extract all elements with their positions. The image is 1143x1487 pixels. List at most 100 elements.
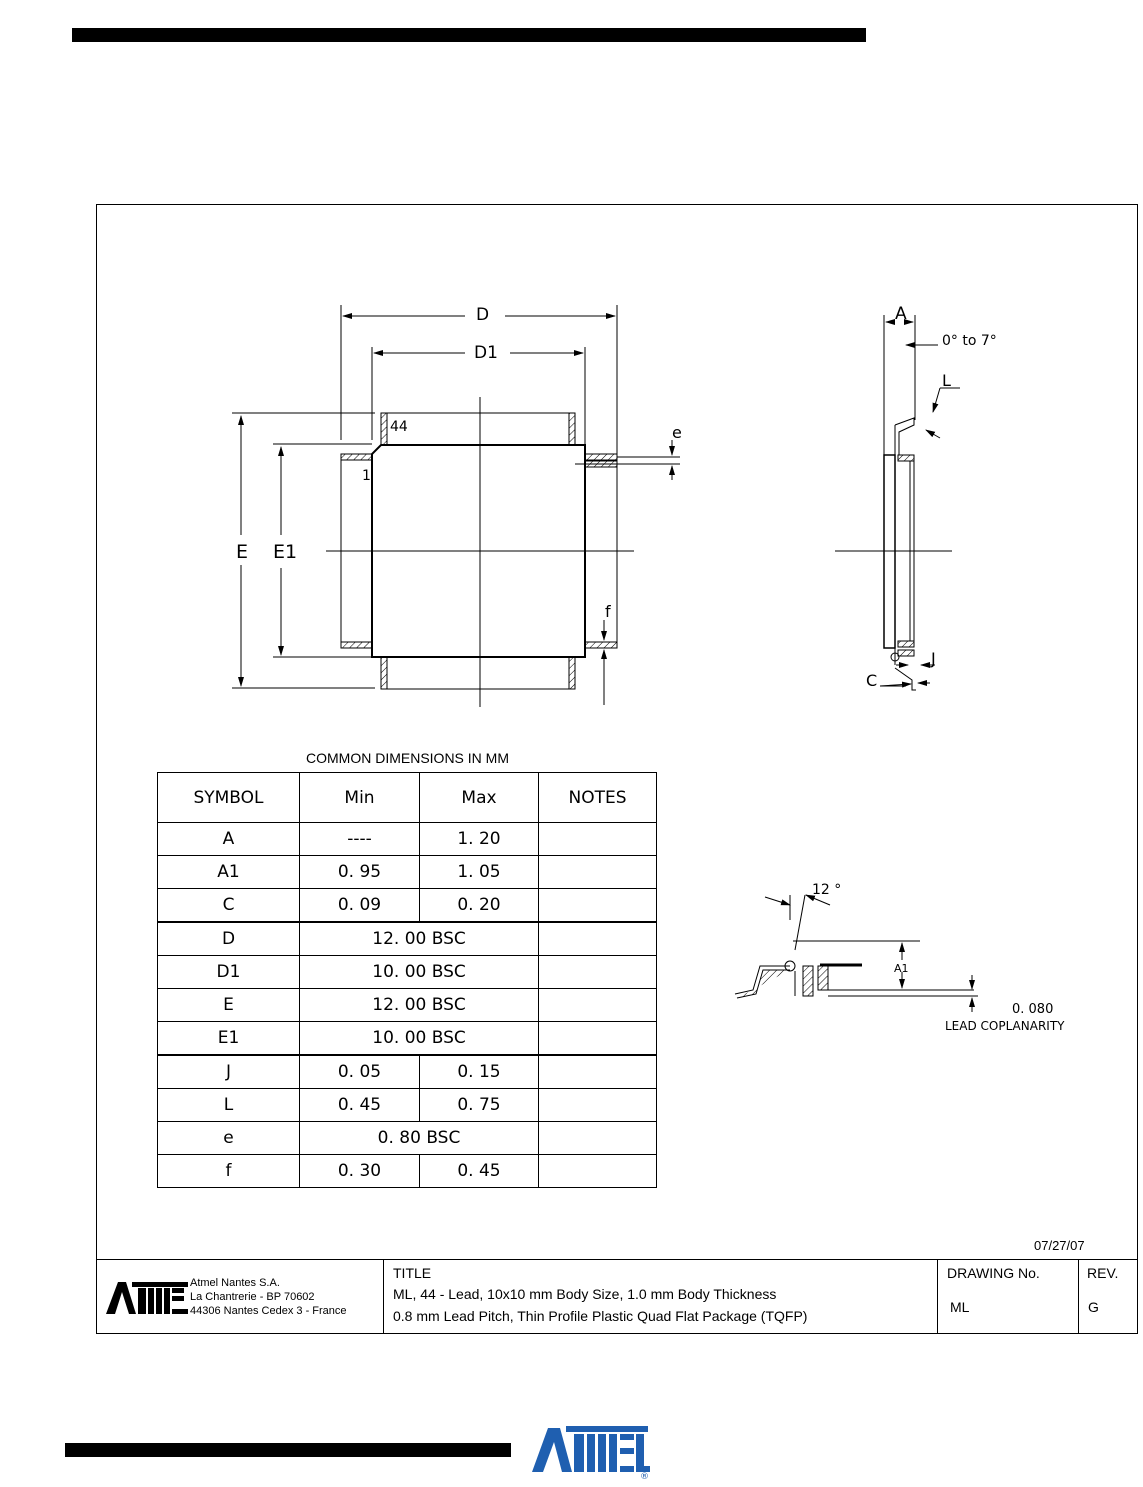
title-block: Atmel Nantes S.A. La Chantrerie - BP 706…: [96, 1259, 1138, 1334]
svg-text:®: ®: [640, 1472, 649, 1480]
cell-min: 0. 09: [299, 888, 420, 923]
rev-label: REV.: [1087, 1265, 1119, 1281]
cell-symbol: D1: [157, 955, 300, 989]
company-street: La Chantrerie - BP 70602: [190, 1291, 315, 1303]
cell-notes: [538, 1121, 657, 1155]
footer-bar: [65, 1443, 511, 1457]
header-max: Max: [419, 772, 539, 823]
cell-notes: [538, 822, 657, 856]
cell-notes: [538, 1054, 657, 1089]
label-e1: E1: [273, 541, 297, 563]
label-c: C: [866, 671, 877, 690]
table-row: L 0. 45 0. 75: [157, 1088, 657, 1122]
cell-max: 0. 15: [419, 1054, 539, 1089]
rev-cell: REV. G: [1079, 1260, 1137, 1334]
label-l: L: [942, 371, 951, 390]
label-f: f: [605, 602, 611, 621]
cell-notes: [538, 888, 657, 923]
cell-notes: [538, 1088, 657, 1122]
cell-span: 10. 00 BSC: [299, 955, 539, 989]
pin-1-label: 1: [362, 468, 371, 484]
label-d: D: [476, 305, 489, 325]
drawing-no-cell: DRAWING No. ML: [938, 1260, 1079, 1334]
table-row: J 0. 05 0. 15: [157, 1054, 657, 1089]
cell-max: 0. 20: [419, 888, 539, 923]
cell-min: 0. 95: [299, 855, 420, 889]
label-e: E: [236, 541, 248, 563]
detail-view: [734, 894, 978, 1012]
cell-symbol: C: [157, 888, 300, 923]
company-name: Atmel Nantes S.A.: [190, 1277, 280, 1289]
cell-span: 0. 80 BSC: [299, 1121, 539, 1155]
cell-notes: [538, 921, 657, 956]
cell-symbol: E1: [157, 1021, 300, 1056]
company-cell: Atmel Nantes S.A. La Chantrerie - BP 706…: [96, 1260, 384, 1334]
angle-12-label: 12 °: [812, 882, 841, 898]
drawing-no-label: DRAWING No.: [947, 1265, 1040, 1281]
cell-notes: [538, 988, 657, 1022]
table-caption: COMMON DIMENSIONS IN MM: [306, 750, 509, 766]
drawing-no-value: ML: [950, 1299, 970, 1315]
dimensions-table: SYMBOL Min Max NOTES A ---- 1. 20 A1 0. …: [157, 772, 657, 1188]
table-row: E1 10. 00 BSC: [157, 1021, 657, 1056]
cell-symbol: A: [157, 822, 300, 856]
cell-min: ----: [299, 822, 420, 856]
company-city: 44306 Nantes Cedex 3 - France: [190, 1305, 347, 1317]
table-row: e 0. 80 BSC: [157, 1121, 657, 1155]
label-a1: A1: [894, 962, 909, 975]
table-row: C 0. 09 0. 20: [157, 888, 657, 923]
header-symbol: SYMBOL: [157, 772, 300, 823]
cell-max: 0. 75: [419, 1088, 539, 1122]
atmel-logo: ®: [532, 1426, 650, 1480]
cell-symbol: f: [157, 1154, 300, 1188]
header-min: Min: [299, 772, 420, 823]
header-bar: [72, 28, 866, 42]
label-e-pitch: e: [672, 423, 682, 442]
table-row: D 12. 00 BSC: [157, 921, 657, 956]
table-header-row: SYMBOL Min Max NOTES: [157, 772, 657, 823]
cell-symbol: J: [157, 1054, 300, 1089]
pin-44-label: 44: [390, 419, 408, 435]
cell-max: 1. 05: [419, 855, 539, 889]
cell-min: 0. 30: [299, 1154, 420, 1188]
table-row: f 0. 30 0. 45: [157, 1154, 657, 1188]
table-row: A1 0. 95 1. 05: [157, 855, 657, 889]
cell-min: 0. 05: [299, 1054, 420, 1089]
cell-span: 12. 00 BSC: [299, 921, 539, 956]
cell-symbol: E: [157, 988, 300, 1022]
title-label: TITLE: [393, 1265, 432, 1281]
cell-min: 0. 45: [299, 1088, 420, 1122]
table-row: E 12. 00 BSC: [157, 988, 657, 1022]
table-row: A ---- 1. 20: [157, 822, 657, 856]
cell-notes: [538, 1021, 657, 1056]
cell-notes: [538, 1154, 657, 1188]
cell-notes: [538, 855, 657, 889]
cell-span: 10. 00 BSC: [299, 1021, 539, 1056]
title-line-1: ML, 44 - Lead, 10x10 mm Body Size, 1.0 m…: [393, 1286, 777, 1302]
header-notes: NOTES: [538, 772, 657, 823]
cell-max: 0. 45: [419, 1154, 539, 1188]
label-d1: D1: [474, 343, 498, 363]
drawing-date: 07/27/07: [1034, 1238, 1085, 1253]
drawing-frame: [96, 204, 1138, 1334]
label-j: J: [930, 649, 936, 668]
label-a: A: [895, 304, 907, 324]
table-row: D1 10. 00 BSC: [157, 955, 657, 989]
cell-notes: [538, 955, 657, 989]
package-drawing: D D1 E E1 44 1 e f A 0° to 7° L J C 12 °…: [232, 304, 1065, 1033]
company-logo: [106, 1282, 188, 1314]
cell-span: 12. 00 BSC: [299, 988, 539, 1022]
top-view: [232, 305, 680, 707]
cell-symbol: D: [157, 921, 300, 956]
coplanarity-value: 0. 080: [1012, 1002, 1053, 1017]
company-address: Atmel Nantes S.A. La Chantrerie - BP 706…: [190, 1276, 347, 1318]
rev-value: G: [1088, 1299, 1099, 1315]
cell-symbol: e: [157, 1121, 300, 1155]
cell-symbol: A1: [157, 855, 300, 889]
title-cell: TITLE ML, 44 - Lead, 10x10 mm Body Size,…: [384, 1260, 938, 1334]
title-line-2: 0.8 mm Lead Pitch, Thin Profile Plastic …: [393, 1308, 808, 1324]
side-view: [835, 315, 960, 691]
angle-range-label: 0° to 7°: [942, 333, 997, 349]
coplanarity-label: LEAD COPLANARITY: [945, 1019, 1065, 1033]
cell-symbol: L: [157, 1088, 300, 1122]
